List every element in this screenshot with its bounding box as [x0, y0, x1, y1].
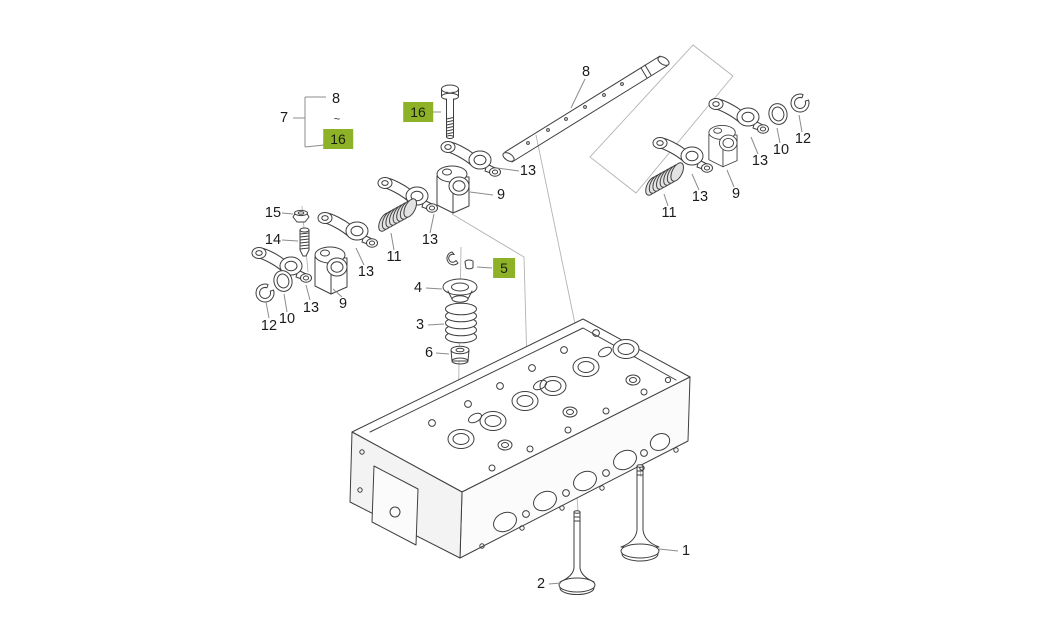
rocker-bracket-drawing — [708, 124, 738, 168]
flange-bolt-drawing — [441, 84, 459, 139]
valve-stem-seal-drawing — [450, 345, 470, 365]
snap-ring-drawing — [254, 282, 276, 304]
callout-3: 3 — [415, 316, 425, 333]
callout-13: 13 — [691, 188, 709, 205]
callout-13: 13 — [519, 162, 537, 179]
callout-13: 13 — [751, 152, 769, 169]
callout-16-highlighted[interactable]: 16 — [403, 102, 433, 122]
callout-13: 13 — [302, 299, 320, 316]
callout-9: 9 — [496, 186, 506, 203]
callout-8-range-start: 8 — [331, 90, 341, 107]
rocker-shaft-drawing — [502, 55, 670, 163]
callout-1: 1 — [681, 542, 691, 559]
callout-15: 15 — [264, 204, 282, 221]
range-tilde: ~ — [333, 113, 341, 126]
valve-keeper-drawing — [446, 251, 474, 270]
shaft-spring-drawing — [375, 196, 420, 234]
callout-12: 12 — [794, 130, 812, 147]
spring-retainer-drawing — [442, 278, 478, 303]
callout-10: 10 — [278, 310, 296, 327]
callout-14: 14 — [264, 231, 282, 248]
callout-4: 4 — [413, 279, 423, 296]
rocker-arm-drawing — [317, 212, 378, 248]
callout-9: 9 — [731, 185, 741, 202]
shaft-spring-drawing — [642, 160, 687, 198]
callout-10: 10 — [772, 141, 790, 158]
callout-5-highlighted[interactable]: 5 — [493, 258, 515, 278]
callout-6: 6 — [424, 344, 434, 361]
callout-12: 12 — [260, 317, 278, 334]
rocker-bracket-drawing — [436, 165, 470, 214]
callout-11: 11 — [386, 248, 402, 265]
callout-13: 13 — [421, 231, 439, 248]
adjusting-screw-drawing — [299, 227, 310, 257]
callout-11: 11 — [661, 204, 677, 221]
washer-drawing — [766, 101, 790, 127]
leader-lines — [265, 78, 803, 585]
callout-7: 7 — [279, 109, 289, 126]
snap-ring-drawing — [789, 92, 811, 114]
valve-spring-drawing — [445, 302, 477, 344]
callout-13: 13 — [357, 263, 375, 280]
rocker-bracket-drawing — [314, 246, 348, 295]
callout-9: 9 — [338, 295, 348, 312]
exhaust-valve-drawing — [558, 510, 596, 595]
intake-valve-drawing — [620, 464, 660, 562]
callout-8: 8 — [581, 63, 591, 80]
callout-2: 2 — [536, 575, 546, 592]
lock-nut-drawing — [292, 209, 310, 223]
callout-16-highlighted[interactable]: 16 — [323, 129, 353, 149]
cylinder-head-drawing — [349, 318, 691, 559]
